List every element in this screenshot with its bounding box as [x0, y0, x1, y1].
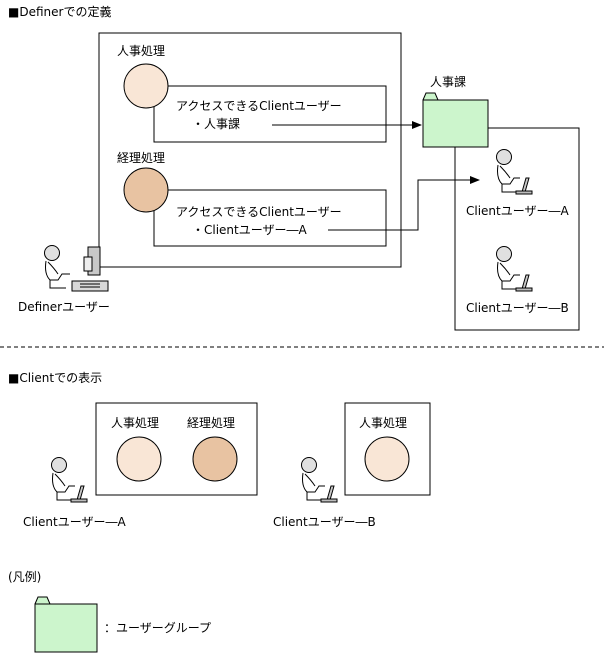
client-a-user-label: Clientユーザー―A [23, 515, 127, 529]
legend-user-group-label: ：ユーザーグループ [104, 621, 211, 635]
client-b-user-label: Clientユーザー―B [273, 515, 376, 529]
jinji-process-label: 人事処理 [117, 44, 165, 58]
client-b-user-icon [301, 457, 338, 503]
access-jinji-line1: アクセスできるClientユーザー [176, 99, 342, 113]
legend-user-group-box [34, 603, 98, 653]
client-b-jinji-circle [364, 436, 410, 482]
client-user-a-label: Clientユーザー―A [466, 204, 570, 218]
client-b-jinji-label: 人事処理 [359, 416, 407, 430]
group-label: 人事課 [430, 74, 466, 89]
client-a-user-icon [51, 457, 88, 503]
client-a-jinji-label: 人事処理 [111, 416, 159, 430]
client-a-jinji-circle [116, 436, 162, 482]
access-keiri-line1: アクセスできるClientユーザー [176, 205, 342, 219]
legend-folder-tab [34, 596, 51, 605]
definer-section-title: ■Definerでの定義 [8, 4, 111, 19]
access-box-jinji [153, 85, 387, 143]
group-members-box [454, 127, 580, 331]
keiri-process-label: 経理処理 [117, 151, 165, 165]
access-box-keiri [153, 189, 387, 247]
jinji-process-circle [123, 63, 169, 109]
client-a-keiri-label: 経理処理 [187, 416, 235, 430]
client-a-keiri-circle [192, 436, 238, 482]
access-keiri-line2: ・Clientユーザー―A [192, 223, 308, 237]
definer-user-label: Definerユーザー [18, 300, 110, 314]
legend-title: (凡例) [8, 570, 41, 584]
client-user-b-label: Clientユーザー―B [466, 301, 569, 315]
keiri-process-circle [123, 167, 169, 213]
client-section-title: ■Clientでの表示 [8, 371, 102, 385]
definer-user-icon [44, 245, 109, 292]
arrow-to-user-a [328, 176, 480, 231]
user-group-box [422, 99, 489, 148]
group-folder-tab [422, 92, 439, 101]
access-jinji-line2: ・人事課 [192, 116, 240, 131]
